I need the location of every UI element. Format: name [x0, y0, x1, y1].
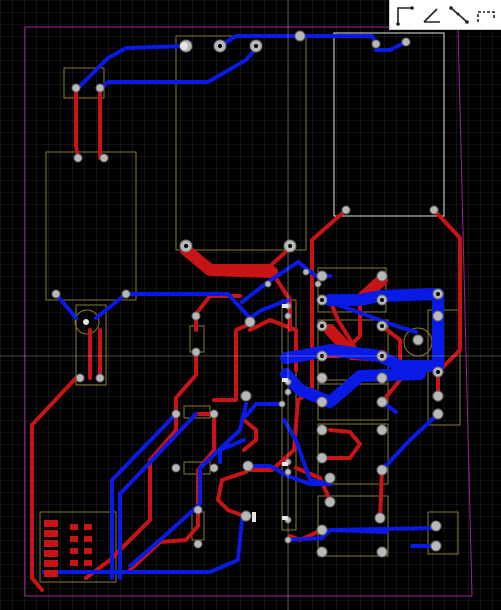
- blue-trace-14: [244, 402, 284, 418]
- board-outline: [24, 26, 473, 597]
- route-diagonal-button[interactable]: [447, 3, 471, 27]
- footprint-power-module: [333, 32, 445, 217]
- blue-trace-13: [128, 402, 248, 568]
- red-trace-9: [84, 350, 198, 580]
- blue-trace-22: [282, 418, 332, 486]
- footprint-ic-e: [317, 495, 389, 557]
- footprint-header-bottom-left: [39, 511, 117, 583]
- footprint-ic-d: [317, 423, 389, 485]
- blue-trace-8: [124, 292, 252, 320]
- red-trace-21: [378, 468, 384, 522]
- red-trace-14: [432, 208, 462, 402]
- blue-wide-trace-2: [280, 344, 442, 372]
- blue-trace-15: [218, 438, 246, 464]
- route-diagonal-icon: [449, 5, 469, 24]
- red-trace-22: [248, 318, 298, 372]
- route-45-button[interactable]: [420, 3, 444, 27]
- blue-wide-trace-1: [324, 288, 444, 306]
- blue-trace-2: [98, 44, 260, 92]
- red-trace-23: [242, 418, 258, 452]
- blue-trace-5: [374, 40, 408, 52]
- red-trace-12: [216, 470, 248, 518]
- blue-trace-10: [248, 298, 290, 320]
- route-arc-button[interactable]: [474, 3, 498, 27]
- red-trace-1: [74, 88, 80, 160]
- blue-trace-16: [42, 518, 244, 574]
- blue-trace-19: [328, 528, 388, 534]
- route-90-icon: [396, 5, 415, 26]
- blue-trace-7: [94, 292, 128, 320]
- footprint-relay-left: [45, 151, 137, 301]
- blue-trace-11: [110, 412, 178, 580]
- red-trace-5: [30, 376, 78, 592]
- routing-toolbar: [389, 0, 501, 30]
- route-45-icon: [423, 7, 441, 23]
- route-arc-icon: [476, 10, 495, 22]
- red-trace-13: [248, 208, 348, 472]
- blue-trace-6: [54, 292, 78, 320]
- footprint-terminal-bottom-right: [427, 511, 459, 555]
- footprint-connector-left: [75, 304, 107, 386]
- blue-trace-20: [380, 412, 440, 472]
- footprint-cap-round: [74, 309, 100, 335]
- blue-trace-1: [74, 44, 188, 92]
- red-wide-trace-1: [180, 244, 278, 278]
- red-trace-18: [320, 428, 362, 460]
- blue-trace-24: [328, 300, 418, 334]
- blue-trace-12: [118, 412, 198, 580]
- footprint-connector-top-left: [63, 67, 105, 99]
- red-trace-19: [294, 466, 332, 502]
- smd-markers: [83, 42, 288, 522]
- blue-trace-18: [286, 526, 438, 542]
- top-copper-layer: [42, 34, 440, 580]
- header-pads: [44, 520, 92, 577]
- route-90-button[interactable]: [393, 3, 417, 27]
- red-trace-10: [212, 322, 252, 402]
